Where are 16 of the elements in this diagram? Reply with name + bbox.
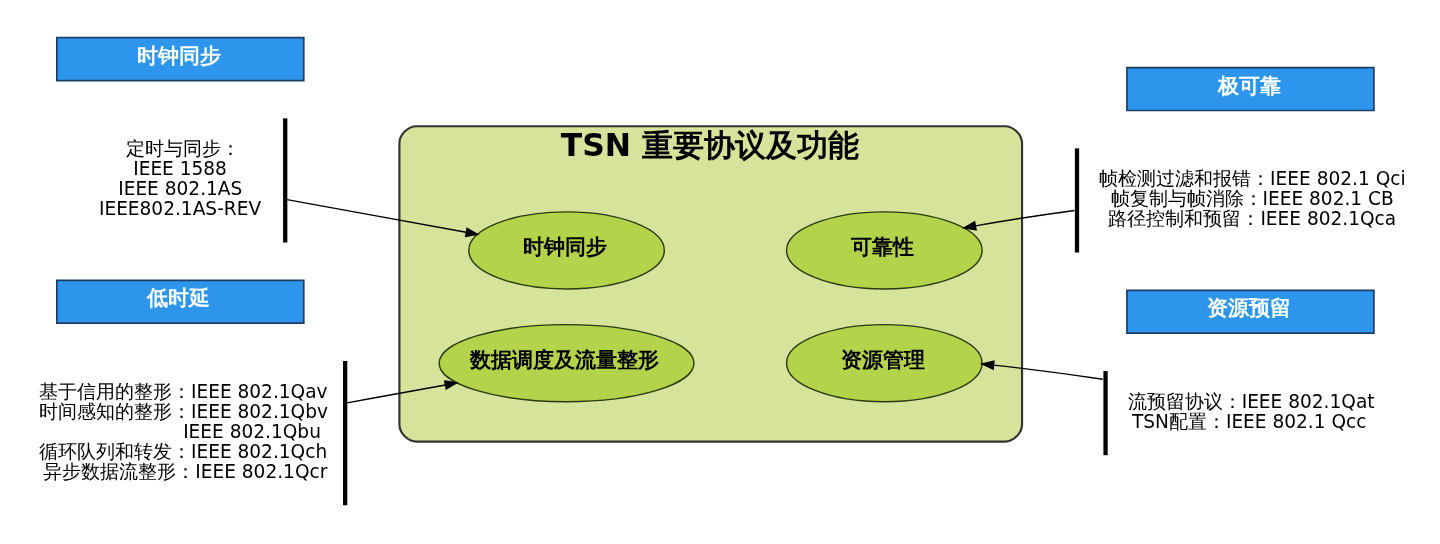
- arrow: [286, 198, 480, 237]
- node-text: 基于信用的整形：IEEE 802.1Qav 时间感知的整形：IEEE 802.1Qbv IEEE 802.1Qbu 循环队列和转发：IEEE 802.1Qch 异步数据流整形：IEEE 802.1Qcr: [39, 380, 328, 482]
- node-box: 资源预留: [1126, 289, 1375, 334]
- node-box: 时钟同步: [56, 36, 305, 81]
- node-box: 低时延: [56, 279, 305, 324]
- node-ellipse: 数据调度及流量整形: [438, 323, 695, 402]
- node-text: 定时与同步： IEEE 1588 IEEE 802.1AS IEEE802.1AS-REV: [98, 137, 262, 219]
- node-ellipse: 资源管理: [785, 323, 983, 402]
- node-ellipse: 时钟同步: [468, 210, 666, 290]
- node-text: 帧检测过滤和报错：IEEE 802.1 Qci 帧复制与帧消除：IEEE 802.1 CB 路径控制和预留：IEEE 802.1Qca: [1099, 167, 1406, 229]
- node-box: 极可靠: [1126, 66, 1375, 111]
- arrow: [346, 379, 459, 404]
- arrow: [962, 209, 1076, 231]
- node-ellipse: 可靠性: [785, 210, 983, 290]
- arrow: [980, 359, 1104, 380]
- node-text: 流预留协议：IEEE 802.1Qat TSN配置：IEEE 802.1 Qcc: [1127, 390, 1375, 432]
